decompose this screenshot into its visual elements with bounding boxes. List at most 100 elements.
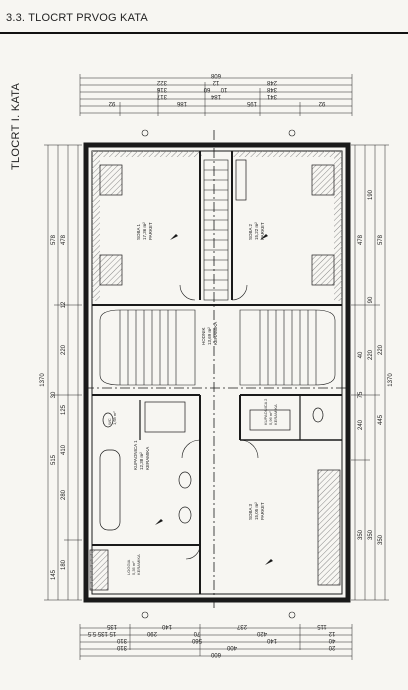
level-markers <box>141 129 296 619</box>
bath-2-name: KUPAONICA 2 <box>263 398 268 425</box>
dim-top-184: 184 <box>210 93 221 99</box>
top-dimension-lines <box>79 74 353 116</box>
dim-left-280: 280 <box>61 489 67 500</box>
section-header: 3.3. TLOCRT PRVOG KATA <box>0 8 408 34</box>
dim-bot-237: 237 <box>236 623 247 629</box>
room-2-finish: PARKET <box>260 222 265 240</box>
dim-right-220: 220 <box>378 344 384 355</box>
wc-area: 1,68 m² <box>112 411 117 425</box>
dim-left-578: 578 <box>51 234 57 245</box>
room-3-finish: PARKET <box>260 502 265 520</box>
dim-top-12: 12 <box>212 79 219 85</box>
dim-right-90: 90 <box>368 296 374 303</box>
dim-top-92b: 92 <box>318 100 325 106</box>
dim-left-515: 515 <box>51 454 57 465</box>
top-dimension-labels: 608 322 12 248 316 60 10 348 317 184 341… <box>108 72 325 106</box>
staircase <box>99 159 336 386</box>
room-label-hodnik: HODNIK 13,69 m² KERAMIKA <box>201 322 218 345</box>
room-1-name: SOBA 1 <box>136 223 141 240</box>
dim-bot-310b: 310 <box>116 644 127 650</box>
dim-bot-15-135: 15 135 5.5 <box>87 630 116 636</box>
dim-right-350a: 350 <box>358 529 364 540</box>
dim-bot-420: 420 <box>256 630 267 636</box>
header-rule <box>0 32 408 34</box>
dim-right-578: 578 <box>378 234 384 245</box>
dim-bot-600: 600 <box>210 651 221 657</box>
dim-bot-140b: 140 <box>266 637 277 643</box>
dim-top-10: 10 <box>220 86 227 92</box>
dim-top-322: 322 <box>156 79 167 85</box>
dim-left-180: 180 <box>61 559 67 570</box>
dim-right-outer: 1370 <box>388 373 394 387</box>
dim-right-350: 350 <box>378 534 384 545</box>
left-dimension-lines <box>44 144 82 601</box>
dim-bot-400: 400 <box>226 644 237 650</box>
right-dimension-labels: 1370 578 220 445 350 478 190 90 40 220 7… <box>358 189 394 545</box>
section-line <box>84 130 350 610</box>
dim-left-478: 478 <box>61 234 67 245</box>
dim-bot-135: 135 <box>106 623 117 629</box>
dim-right-350b: 350 <box>368 529 374 540</box>
bottom-dimension-labels: 135 140 237 115 15 135 5.5 290 70 420 12… <box>87 623 335 657</box>
room-1-area: 17,36 m² <box>142 222 147 240</box>
dim-top-60: 60 <box>203 86 210 92</box>
furniture <box>89 159 341 591</box>
hall-finish: KERAMIKA <box>213 322 218 345</box>
dim-left-12: 12 <box>61 301 67 308</box>
dim-left-410: 410 <box>61 444 67 455</box>
room-3-area: 15,05 m² <box>254 502 259 520</box>
room-label-soba-3: SOBA 3 15,05 m² PARKET <box>248 502 265 520</box>
dim-top-608: 608 <box>210 72 221 78</box>
dim-left-220: 220 <box>61 344 67 355</box>
room-2-name: SOBA 2 <box>248 223 253 240</box>
dim-right-40: 40 <box>358 351 364 358</box>
dim-left-145: 145 <box>51 569 57 580</box>
room-3-name: SOBA 3 <box>248 503 253 520</box>
dim-right-445: 445 <box>378 414 384 425</box>
dim-top-195: 195 <box>246 100 257 106</box>
dim-left-outer: 1370 <box>40 373 46 387</box>
hall-name: HODNIK <box>201 327 206 345</box>
dim-right-240: 240 <box>358 419 364 430</box>
dim-top-317: 317 <box>156 93 167 99</box>
interior-walls <box>92 151 342 594</box>
bottom-dimension-lines <box>79 624 353 660</box>
bath-2-area: 5,96 m² <box>268 411 273 425</box>
dim-right-190: 190 <box>368 189 374 200</box>
dim-bot-12: 12 <box>328 630 335 636</box>
dim-bot-290: 290 <box>146 630 157 636</box>
right-dimension-lines <box>351 144 389 601</box>
room-1-finish: PARKET <box>148 222 153 240</box>
dim-right-220b: 220 <box>368 349 374 360</box>
dim-top-341: 341 <box>266 93 277 99</box>
room-2-area: 15,22 m² <box>254 222 259 240</box>
dim-bot-115: 115 <box>317 623 327 629</box>
dim-bot-40: 40 <box>328 637 335 643</box>
dim-left-30: 30 <box>51 391 57 398</box>
dim-top-316: 316 <box>156 86 167 92</box>
dim-top-348: 348 <box>266 86 277 92</box>
dim-top-92a: 92 <box>108 100 115 106</box>
dim-top-186: 186 <box>176 100 187 106</box>
floor-plan-drawing: 608 322 12 248 316 60 10 348 317 184 341… <box>40 72 394 660</box>
room-label-kupaonica-1: KUPAONICA 1 12,38 m² KERAMIKA <box>133 440 150 470</box>
wc-name: WC <box>107 418 112 425</box>
section-title: 3.3. TLOCRT PRVOG KATA <box>6 12 148 24</box>
wall-hatching <box>92 151 342 301</box>
bath-2-finish: KERAMIKA <box>273 404 278 425</box>
dim-bot-20: 20 <box>328 644 335 650</box>
dim-left-125: 125 <box>61 404 67 415</box>
room-label-soba-1: SOBA 1 17,36 m² PARKET <box>136 222 153 240</box>
door-swings <box>179 284 259 560</box>
room-label-loggia: LOGGIA 5,35 m² KERAMIKA <box>126 554 141 575</box>
dim-right-478: 478 <box>358 234 364 245</box>
room-label-kupaonica-2: KUPAONICA 2 5,96 m² KERAMIKA <box>263 398 278 425</box>
loggia-area: 5,35 m² <box>131 561 136 575</box>
loggia-finish: KERAMIKA <box>136 554 141 575</box>
dim-bot-70: 70 <box>193 630 200 636</box>
dim-bot-310a: 310 <box>116 637 127 643</box>
left-dimension-labels: 1370 578 30 515 145 478 12 220 125 410 2… <box>40 234 67 580</box>
dim-bot-140: 140 <box>161 623 172 629</box>
hall-area: 13,69 m² <box>207 327 212 345</box>
bath-1-finish: KERAMIKA <box>145 447 150 470</box>
